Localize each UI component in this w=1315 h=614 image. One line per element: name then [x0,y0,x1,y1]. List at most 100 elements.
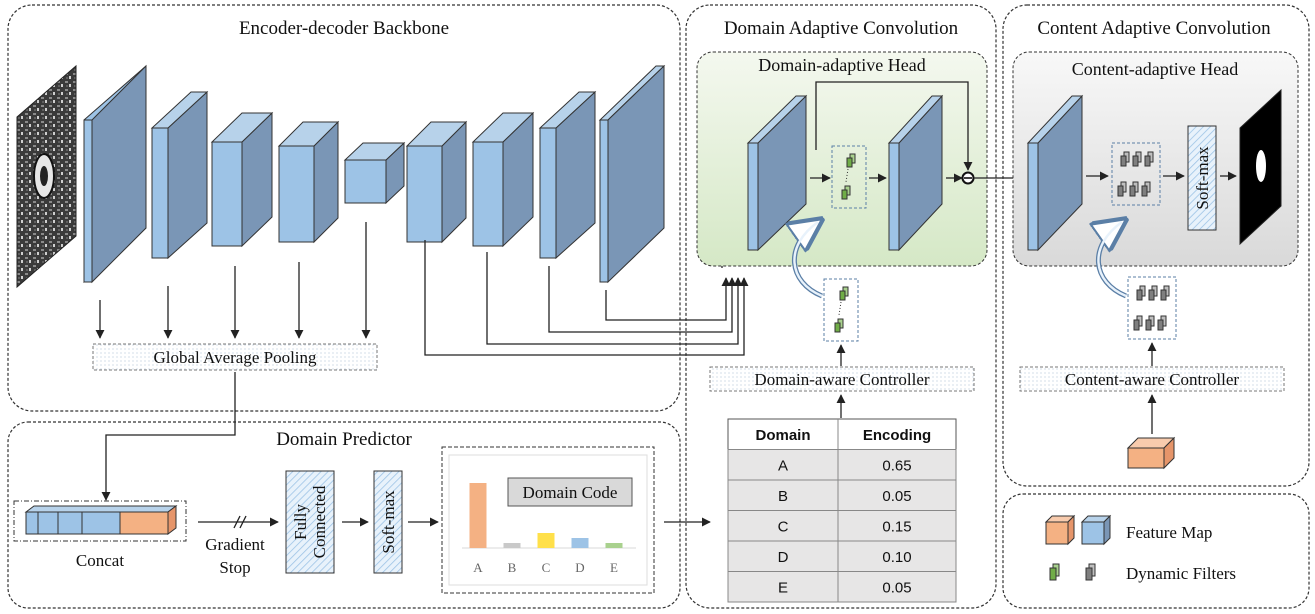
table-cell-domain: E [778,580,788,597]
domain-dynamic-filters [841,153,856,200]
table-cell-encoding: 0.10 [882,549,911,566]
domain-code-tick-d: D [575,560,584,575]
domain-code-chart: A B C D E [462,483,636,575]
content-head-title: Content-adaptive Head [1072,59,1238,79]
softmax-box [373,470,403,574]
content-aware-controller-label: Content-aware Controller [1065,370,1240,389]
legend-feature-map-label: Feature Map [1126,523,1212,542]
table-header-encoding: Encoding [863,427,931,444]
domain-code-title: Domain Code [523,483,618,502]
domain-code-bar-c [537,533,555,548]
gradient-label: Gradient [205,535,265,554]
domain-controller-filters-box [823,278,859,342]
bottleneck-feature-map [343,141,406,205]
content-softmax-label: Soft-max [1193,146,1212,210]
table-cell-domain: B [778,488,788,505]
domain-head-feature-in [746,94,808,252]
backbone-frame [7,4,681,412]
domain-predictor-frame [7,421,681,609]
table-cell-encoding: 0.15 [882,519,911,536]
domain-code-bar-e [605,543,623,548]
domain-aware-controller-label: Domain-aware Controller [754,370,929,389]
encoder-feature-map-3 [210,111,274,248]
fully-connected-box [285,470,335,574]
table-row [727,540,957,572]
domain-code-bar-a [469,483,487,548]
content-feature-cube [1126,436,1176,470]
content-filter-injection-arrow-inner [1097,221,1127,298]
backbone-title: Encoder-decoder Backbone [239,18,449,39]
fully-connected-label-1: Fully [291,504,310,540]
domain-head-feature-out [887,94,944,252]
domain-dynamic-filters-box [831,145,867,209]
softmax-label: Soft-max [379,490,398,554]
legend-feature-map-blue [1080,514,1112,546]
encoder-feature-map-1 [83,64,147,284]
concat-vector [24,505,178,535]
domain-aware-controller-box [709,366,975,392]
decoder-feature-map-3 [538,90,597,260]
domain-code-bar-d [571,538,589,548]
domain-filter-injection-arrow-inner [793,221,823,298]
domain-controller-filters [834,286,849,333]
decoder-feature-map-1 [405,120,468,244]
decoder-feature-map-2 [471,111,535,248]
elementwise-sum-icon [961,171,975,185]
domain-conv-frame [685,4,997,609]
fully-connected-label-2: Connected [310,485,329,558]
gap-to-concat-arrow [101,372,236,501]
legend-dynamic-filter-green [1049,563,1060,581]
content-dynamic-filters [1117,151,1154,197]
concat-frame [13,500,187,542]
domain-code-tick-a: A [473,560,483,575]
gradient-stop-mark [233,515,247,529]
domain-code-tick-c: C [542,560,551,575]
global-average-pooling-box [92,343,378,371]
input-mri-image [16,64,77,289]
decoder-feature-map-4 [598,64,666,284]
content-head-feature [1026,94,1084,252]
residual-connection [815,81,973,171]
content-controller-filters [1133,285,1170,331]
table-cell-encoding: 0.65 [882,458,911,475]
global-average-pooling-label: Global Average Pooling [153,348,317,367]
table-row [727,479,957,511]
table-cell-domain: D [778,549,789,566]
domain-code-bar-b [503,543,521,548]
legend-feature-map-orange [1044,514,1076,546]
table-cell-encoding: 0.05 [882,488,911,505]
content-conv-title: Content Adaptive Convolution [1037,18,1271,39]
domain-code-frame [441,446,655,594]
domain-head-title: Domain-adaptive Head [758,55,925,75]
content-adaptive-head [1012,51,1299,267]
content-aware-controller-box [1019,366,1285,392]
concat-label: Concat [76,551,124,570]
domain-code-tick-e: E [610,560,618,575]
stop-label: Stop [219,558,250,577]
domain-predictor-title: Domain Predictor [276,429,412,450]
domain-code-inner [448,454,648,586]
table-header-domain: Domain [755,427,810,444]
encoder-feature-map-4 [277,120,340,244]
table-cell-encoding: 0.05 [882,580,911,597]
encoder-feature-map-2 [150,90,209,260]
table-cell-domain: A [778,458,788,475]
table-header-row [727,418,957,450]
legend-frame [1002,493,1310,609]
table-cell-domain: C [778,519,789,536]
legend-dynamic-filters-label: Dynamic Filters [1126,564,1236,583]
domain-code-title-box [507,477,633,507]
table-row [727,571,957,603]
domain-adaptive-head [696,51,988,267]
legend-dynamic-filter-gray [1085,563,1096,581]
domain-conv-title: Domain Adaptive Convolution [724,18,959,39]
content-conv-frame [1002,4,1310,487]
domain-code-tick-b: B [508,560,517,575]
table-row [727,510,957,542]
pooling-arrows [95,222,371,339]
content-softmax-box [1187,125,1217,231]
table-row [727,449,957,481]
output-segmentation-mask [1239,88,1282,246]
